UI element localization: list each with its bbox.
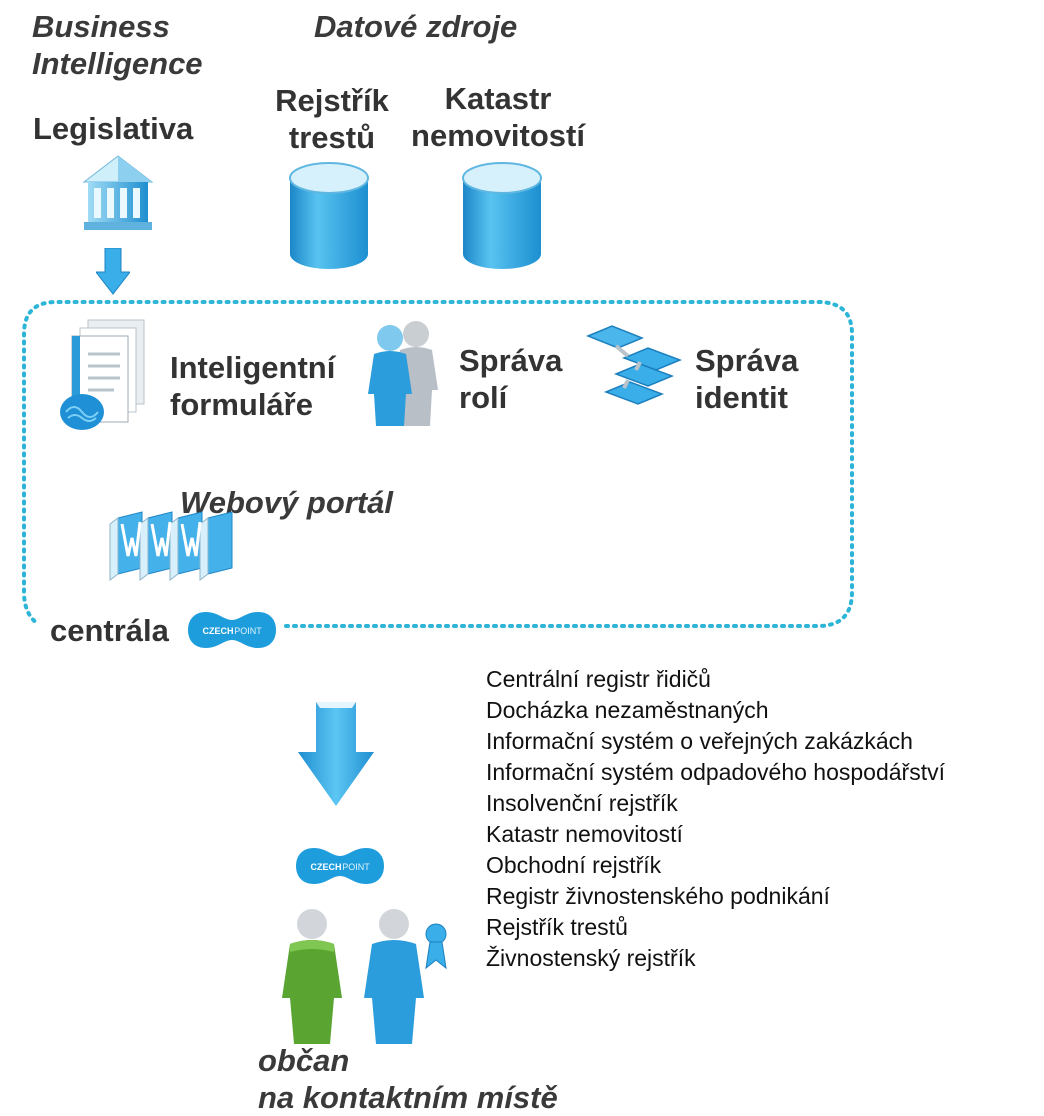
citizen-line1: občan <box>258 1043 350 1078</box>
web-portal-label: Webový portál <box>180 485 394 520</box>
role-management-line2: rolí <box>459 380 508 415</box>
land-registry-label: Katastr nemovitostí <box>398 80 598 154</box>
down-arrow-icon <box>296 700 376 810</box>
czech-point-logo: CZECH POINT <box>294 846 386 886</box>
land-registry-line2: nemovitostí <box>411 118 585 153</box>
citizen-icon <box>272 906 352 1046</box>
list-item: Informační systém odpadového hospodářstv… <box>486 759 945 785</box>
intelligent-forms-line1: Inteligentní <box>170 350 336 385</box>
list-item: Insolvenční rejstřík <box>486 790 678 816</box>
intelligent-forms-label: Inteligentní formuláře <box>170 349 335 423</box>
list-item: Informační systém o veřejných zakázkách <box>486 728 913 754</box>
data-sources-header: Datové zdroje <box>314 9 518 44</box>
land-registry-line1: Katastr <box>444 81 552 116</box>
list-item: Rejstřík trestů <box>486 914 628 940</box>
czech-point-left: CZECH <box>203 626 234 636</box>
bi-header-line2: Intelligence <box>32 46 203 81</box>
czech-point-left: CZECH <box>311 862 342 872</box>
intelligent-forms-line2: formuláře <box>170 387 313 422</box>
list-item: Registr živnostenského podnikání <box>486 883 830 909</box>
database-icon <box>461 160 543 272</box>
identity-management-line2: identit <box>695 380 788 415</box>
central-label: centrála <box>50 613 169 648</box>
central-system-frame <box>18 296 860 636</box>
legislation-label: Legislativa <box>33 111 194 146</box>
identity-management-label: Správa identit <box>695 342 798 416</box>
czech-point-logo: CZECH POINT <box>186 610 278 650</box>
intelligent-forms-icon <box>58 318 158 436</box>
list-item: Docházka nezaměstnaných <box>486 697 769 723</box>
czech-point-right: POINT <box>342 862 370 872</box>
bi-header-line1: Business <box>32 9 170 44</box>
identity-management-line1: Správa <box>695 343 799 378</box>
criminal-register-label: Rejstřík trestů <box>252 82 412 156</box>
czech-point-right: POINT <box>234 626 262 636</box>
list-item: Obchodní rejstřík <box>486 852 662 878</box>
role-management-label: Správa rolí <box>459 342 562 416</box>
citizen-line2: na kontaktním místě <box>258 1080 558 1115</box>
database-icon <box>288 160 370 272</box>
list-item: Centrální registr řidičů <box>486 666 711 692</box>
citizen-label: občan na kontaktním místě <box>258 1042 558 1116</box>
criminal-register-line2: trestů <box>288 120 376 155</box>
official-icon <box>356 906 456 1046</box>
list-item: Živnostenský rejstřík <box>486 945 696 971</box>
down-arrow-icon <box>96 248 130 296</box>
role-management-line1: Správa <box>459 343 563 378</box>
www-icon <box>108 508 238 584</box>
criminal-register-line1: Rejstřík <box>275 83 389 118</box>
identity-management-icon <box>584 322 686 414</box>
registry-list: Centrální registr řidičů Docházka nezamě… <box>486 664 945 974</box>
list-item: Katastr nemovitostí <box>486 821 683 847</box>
role-management-icon <box>360 318 446 428</box>
bi-header: Business Intelligence <box>32 8 203 82</box>
government-building-icon <box>80 152 156 234</box>
